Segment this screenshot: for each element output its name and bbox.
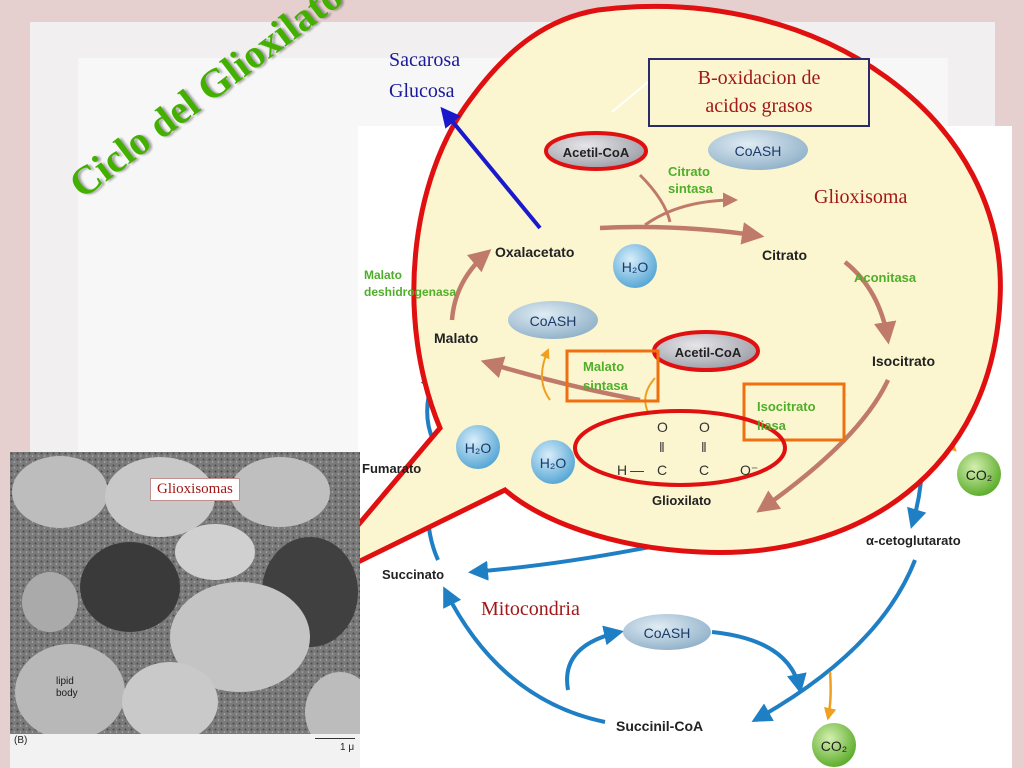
label-citrato-sintasa-2: sintasa xyxy=(668,181,714,196)
label-co2-2: CO₂ xyxy=(821,738,847,754)
co2-circle-1 xyxy=(957,452,1001,496)
label-citrato: Citrato xyxy=(762,247,807,263)
beta-oxidation-box xyxy=(648,58,870,127)
micrograph-scale-bar xyxy=(315,738,355,739)
label-acetil-coa-mid: Acetil-CoA xyxy=(675,345,742,360)
struct-o2: O xyxy=(699,419,710,435)
struct-h: H xyxy=(617,462,627,478)
h2o-circle-3 xyxy=(531,440,575,484)
label-isocitrato-liasa-1: Isocitrato xyxy=(757,399,816,414)
label-h2o-2: H₂O xyxy=(465,440,492,456)
struct-c2: C xyxy=(699,462,709,478)
gluconeogenesis-arrow xyxy=(440,106,542,230)
h2o-circle-2 xyxy=(456,425,500,469)
label-glioxisoma: Glioxisoma xyxy=(814,186,907,208)
label-coash-bottom: CoASH xyxy=(644,625,691,641)
label-acetil-coa-top: Acetil-CoA xyxy=(563,145,630,160)
malato-sintasa-box xyxy=(565,349,660,403)
label-malato-sintasa-1: Malato xyxy=(583,359,624,374)
co2-circle-2 xyxy=(812,723,856,767)
label-mitocondria: Mitocondria xyxy=(481,598,580,620)
label-coash-mid: CoASH xyxy=(530,313,577,329)
micrograph-lipid-label-2: body xyxy=(56,688,78,699)
coash-bottom-ellipse xyxy=(623,614,711,650)
label-co2-1: CO₂ xyxy=(966,467,992,483)
micrograph-panel-label: (B) xyxy=(14,735,28,746)
struct-c1: C xyxy=(657,462,667,478)
micrograph-image: Glioxisomas lipid body (B) 1 μ xyxy=(10,452,360,768)
label-glioxilato: Glioxilato xyxy=(652,493,711,508)
label-malato-deshidrogenasa-2: deshidrogenasa xyxy=(364,285,456,299)
label-sacarosa: Sacarosa xyxy=(389,49,460,71)
label-glucosa: Glucosa xyxy=(389,80,455,102)
label-alfa-cetoglutarato: α-cetoglutarato xyxy=(866,533,961,548)
micrograph-caption: Glioxisomas xyxy=(150,478,240,501)
cofactor-arrows xyxy=(540,348,656,413)
coash-mid-ellipse xyxy=(508,301,598,339)
label-aconitasa: Aconitasa xyxy=(854,270,917,285)
beta-ox-connector xyxy=(611,81,649,113)
label-isocitrato: Isocitrato xyxy=(872,353,935,369)
label-succinato: Succinato xyxy=(382,567,444,582)
label-malato-sintasa-2: sintasa xyxy=(583,378,629,393)
micrograph-lipid-label-1: lipid xyxy=(56,676,74,687)
struct-o1: O xyxy=(657,419,668,435)
coash-top-ellipse xyxy=(708,130,808,170)
label-h2o-3: H₂O xyxy=(540,455,567,471)
label-malato: Malato xyxy=(434,330,478,346)
acetil-coa-top-ellipse xyxy=(544,131,648,171)
label-fumarato: Fumarato xyxy=(362,461,421,476)
label-beta-oxidacion-1: B-oxidacion de xyxy=(698,67,821,89)
label-coash-top: CoASH xyxy=(735,143,782,159)
struct-bond2: ‖ xyxy=(701,439,707,455)
struct-dash: — xyxy=(630,462,644,478)
label-beta-oxidacion-2: acidos grasos xyxy=(705,95,812,117)
glyoxylate-structure: O O ‖ ‖ H — C C O⁻ xyxy=(617,419,758,478)
micrograph-scale-label: 1 μ xyxy=(340,742,355,753)
label-citrato-sintasa-1: Citrato xyxy=(668,164,710,179)
label-isocitrato-liasa-2: liasa xyxy=(757,418,787,433)
h2o-circle-1 xyxy=(613,244,657,288)
struct-bond1: ‖ xyxy=(659,439,665,455)
glyoxysome-cycle-arrows xyxy=(449,173,897,513)
isocitrato-liasa-box xyxy=(742,382,846,442)
label-succinil-coa: Succinil-CoA xyxy=(616,718,703,734)
glioxilato-highlight xyxy=(573,409,787,487)
label-oxalacetato: Oxalacetato xyxy=(495,244,574,260)
label-malato-deshidrogenasa-1: Malato xyxy=(364,268,402,282)
struct-o-minus: O⁻ xyxy=(740,462,758,478)
label-h2o-1: H₂O xyxy=(622,259,649,275)
